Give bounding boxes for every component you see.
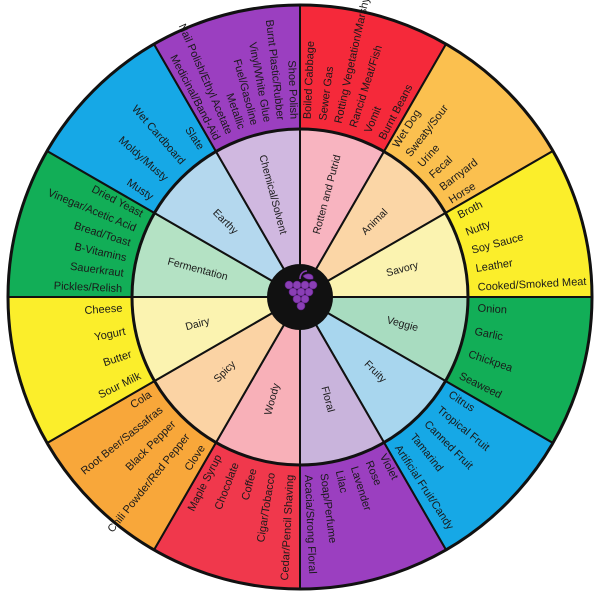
aroma-term-shoe-polish: Shoe Polish [285, 60, 299, 119]
aroma-term-cooked-smoked-meat: Cooked/Smoked Meat [477, 276, 586, 294]
center-hub [268, 265, 332, 329]
aroma-term-lilac: Lilac [333, 469, 350, 494]
wheel-border [6, 3, 594, 591]
aroma-term-yogurt: Yogurt [93, 326, 126, 344]
aroma-term-acacia-strong-floral: Acacia/Strong Floral [302, 475, 318, 574]
aroma-term-cedar-pencil-shaving: Cedar/Pencil Shaving [279, 474, 297, 580]
aroma-term-pickles-relish: Pickles/Relish [54, 280, 123, 295]
aroma-term-garlic: Garlic [473, 326, 504, 343]
inner-ring-border [130, 127, 470, 467]
aroma-term-leather: Leather [475, 257, 514, 275]
aroma-term-cheese: Cheese [84, 303, 123, 317]
grape-icon [284, 270, 318, 311]
aroma-term-onion: Onion [477, 303, 507, 317]
aroma-term-boiled-cabbage: Boiled Cabbage [302, 41, 317, 120]
